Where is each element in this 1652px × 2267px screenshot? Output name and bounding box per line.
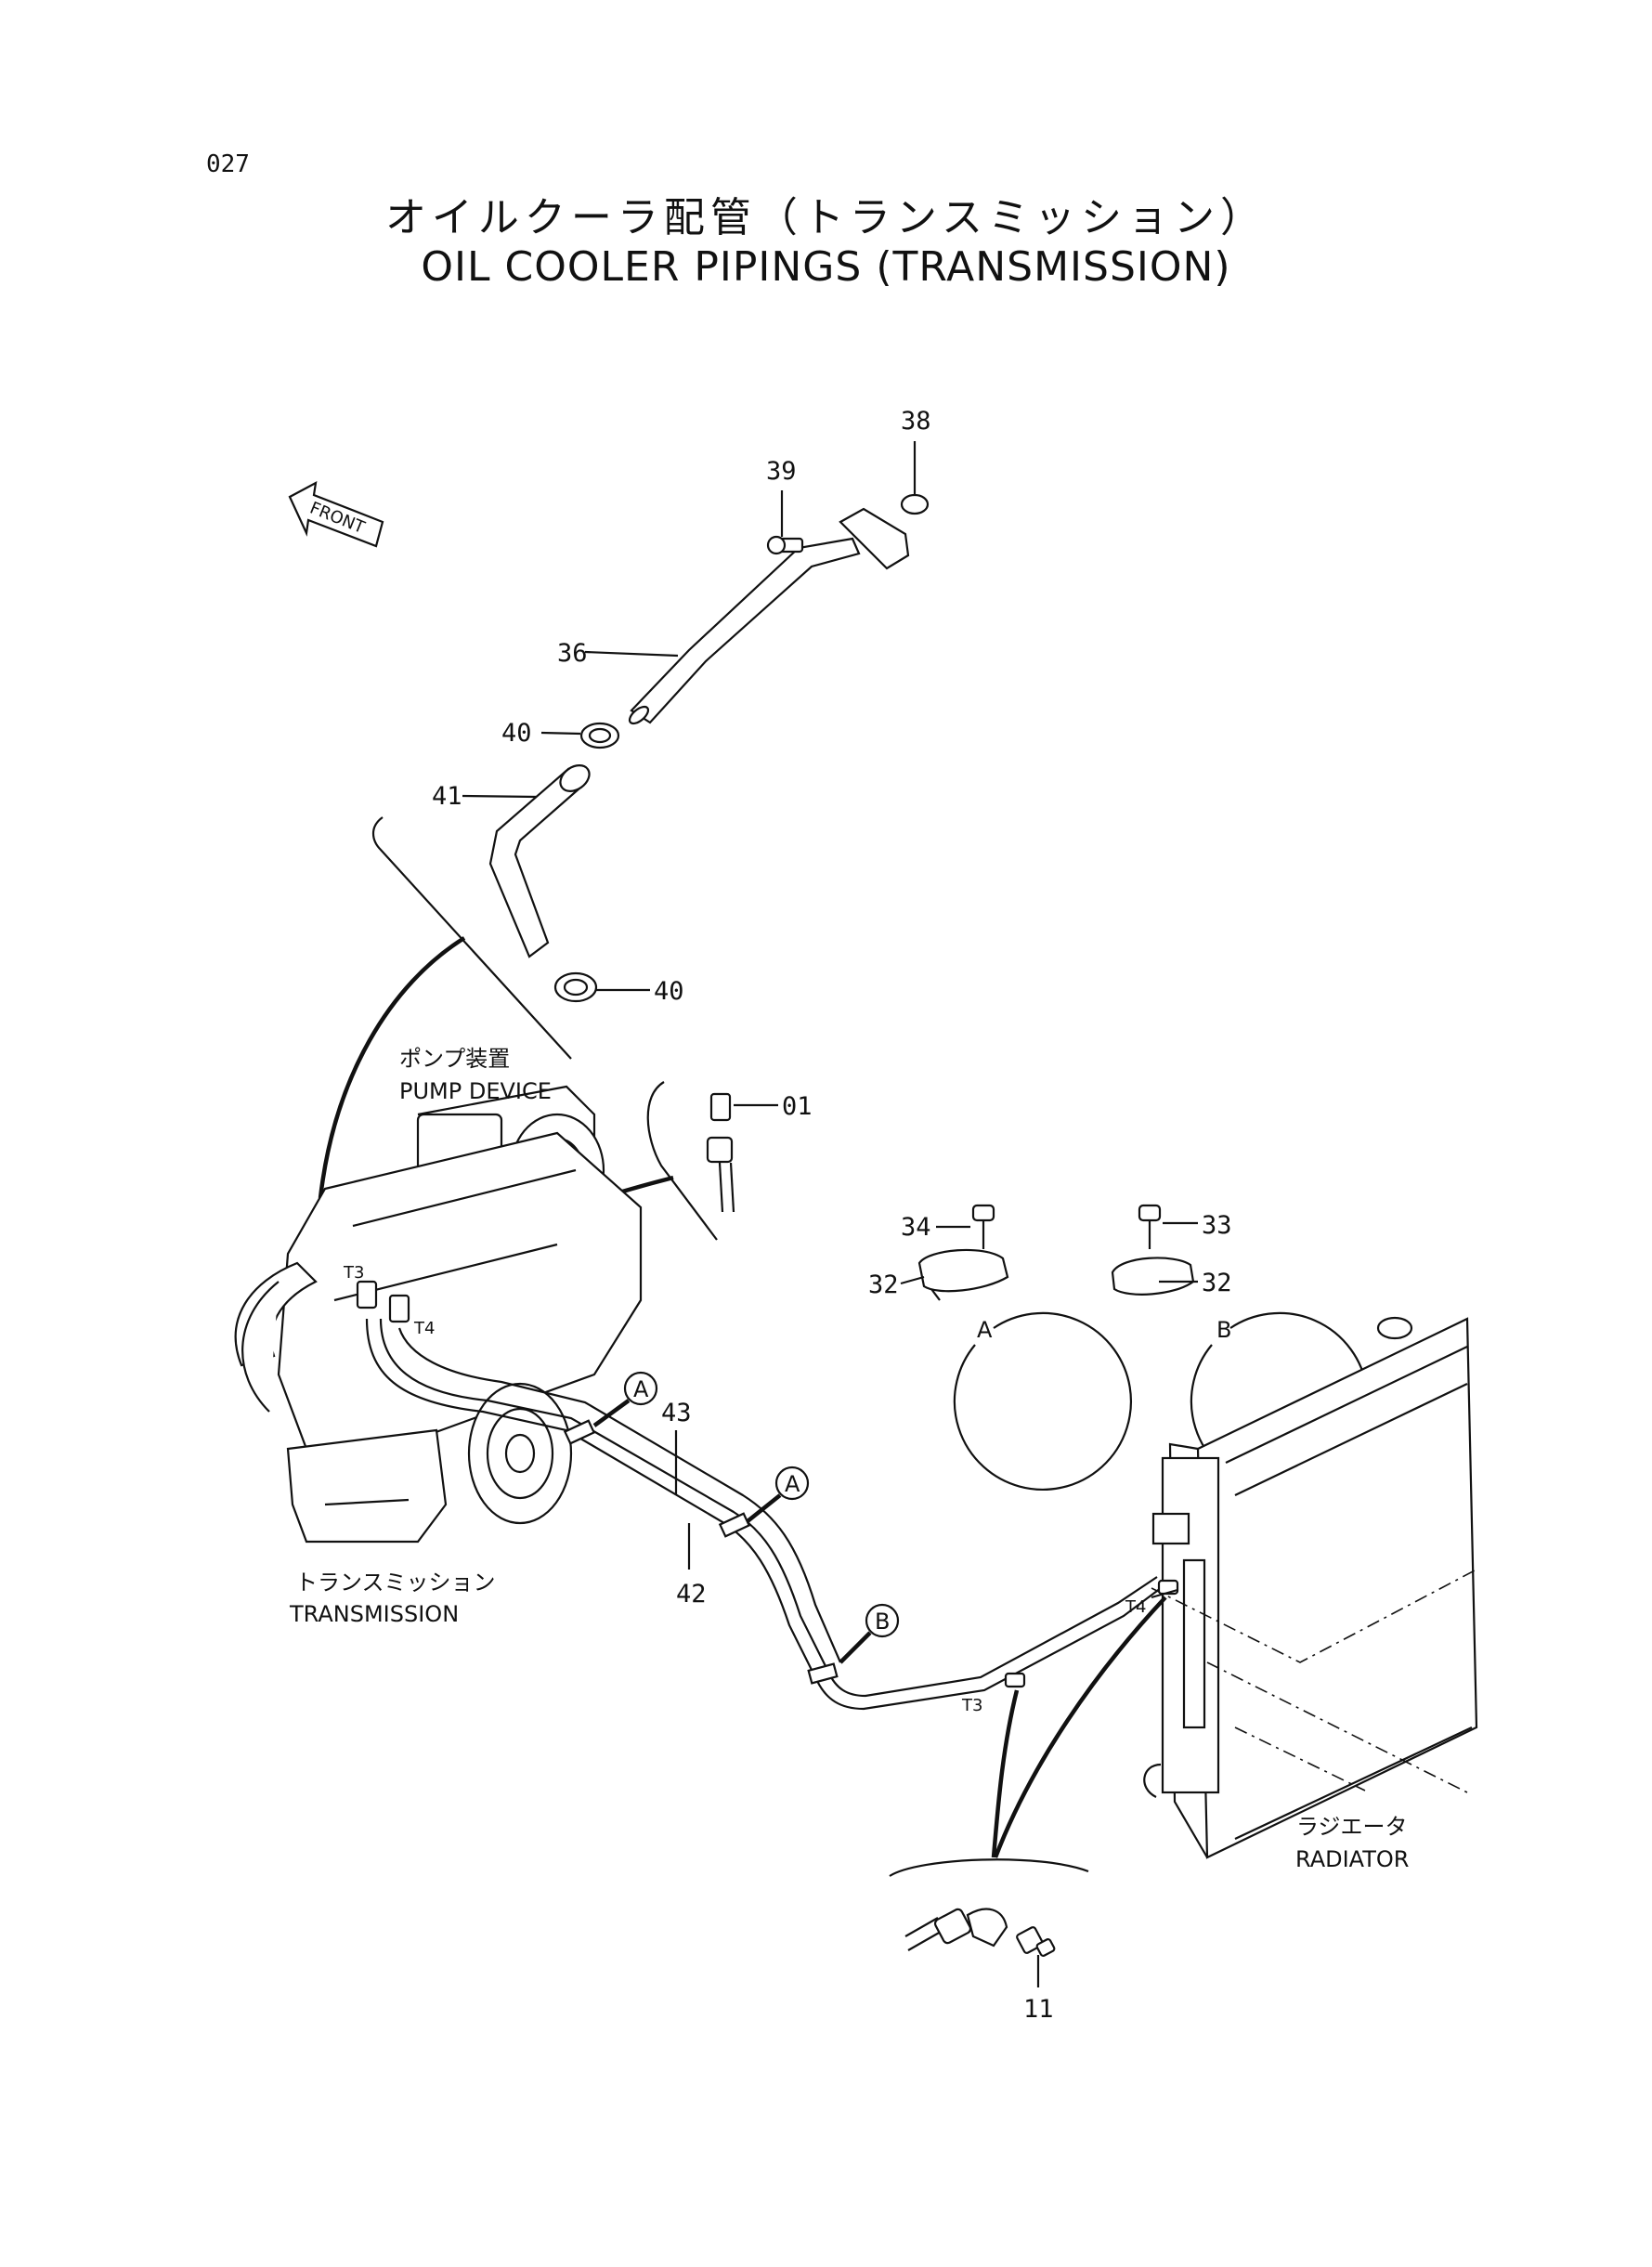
port-label-t3-engine: T3 <box>343 1263 364 1283</box>
title-japanese: オイルクーラ配管（トランスミッション） <box>384 194 1268 241</box>
transmission-jp: トランスミッション <box>295 1570 496 1596</box>
detail-label-b: B <box>1216 1317 1231 1343</box>
port-label-t3-radiator: T3 <box>961 1696 982 1715</box>
port-label-t4-radiator: T4 <box>1125 1597 1146 1617</box>
detail-outline-01 <box>646 1081 718 1241</box>
pipe-clip-a2 <box>718 1512 751 1538</box>
callout-b: B <box>839 1603 900 1664</box>
radiator-en: RADIATOR <box>1295 1846 1409 1872</box>
leader-upper <box>318 936 466 1199</box>
svg-text:A: A <box>785 1471 800 1497</box>
o-ring-38 <box>900 493 930 515</box>
fitting-11 <box>904 1908 1056 1957</box>
leader-11-b <box>993 1596 1167 1858</box>
part-label-32-b: 32 <box>1202 1269 1232 1297</box>
svg-text:A: A <box>633 1376 649 1402</box>
pipe-36 <box>628 507 910 725</box>
leader-11-a <box>991 1689 1020 1858</box>
part-label-38: 38 <box>901 407 931 436</box>
part-label-43: 43 <box>661 1399 692 1427</box>
detail-label-a: A <box>977 1317 993 1343</box>
transmission-pump-assembly <box>234 1085 643 1544</box>
oil-cooler-pipes <box>365 1318 1162 1711</box>
title-english: OIL COOLER PIPINGS (TRANSMISSION) <box>421 243 1231 291</box>
pump-device-en: PUMP DEVICE <box>399 1078 552 1104</box>
port-label-t4-engine: T4 <box>413 1319 435 1338</box>
detail-outline-11 <box>889 1858 1089 1877</box>
bolt-39 <box>766 535 804 555</box>
hose-41 <box>488 764 591 958</box>
hose-clamp-40-upper <box>579 722 620 749</box>
pipe-clip-a1 <box>563 1419 596 1445</box>
callout-a2: A <box>746 1466 810 1523</box>
pump-device-jp: ポンプ装置 <box>399 1046 510 1072</box>
part-label-39: 39 <box>766 457 797 486</box>
radiator <box>1143 1316 1478 1859</box>
page-number: 027 <box>206 150 250 178</box>
part-label-40-lower: 40 <box>654 977 684 1006</box>
part-label-36: 36 <box>557 639 588 668</box>
part-label-01: 01 <box>782 1092 813 1121</box>
transmission-en: TRANSMISSION <box>289 1601 459 1627</box>
part-label-41: 41 <box>432 782 462 811</box>
hose-clamp-40-lower <box>553 971 598 1003</box>
radiator-jp: ラジエータ <box>1296 1814 1408 1840</box>
fitting-t3 <box>1004 1672 1026 1688</box>
part-label-34: 34 <box>901 1213 931 1242</box>
detail-view-a <box>917 1204 1132 1491</box>
part-label-33: 33 <box>1202 1211 1232 1240</box>
part-label-40-upper: 40 <box>501 719 532 748</box>
svg-text:B: B <box>875 1609 890 1635</box>
detail-outline-upper <box>371 816 572 1060</box>
pipe-clip-b <box>807 1662 839 1685</box>
part-label-32-a: 32 <box>868 1270 899 1299</box>
part-label-42: 42 <box>676 1580 707 1609</box>
callout-a1: A <box>592 1371 658 1427</box>
fitting-01 <box>706 1092 735 1213</box>
part-label-11: 11 <box>1023 1995 1054 2024</box>
front-arrow-icon: FRONT <box>288 480 384 548</box>
